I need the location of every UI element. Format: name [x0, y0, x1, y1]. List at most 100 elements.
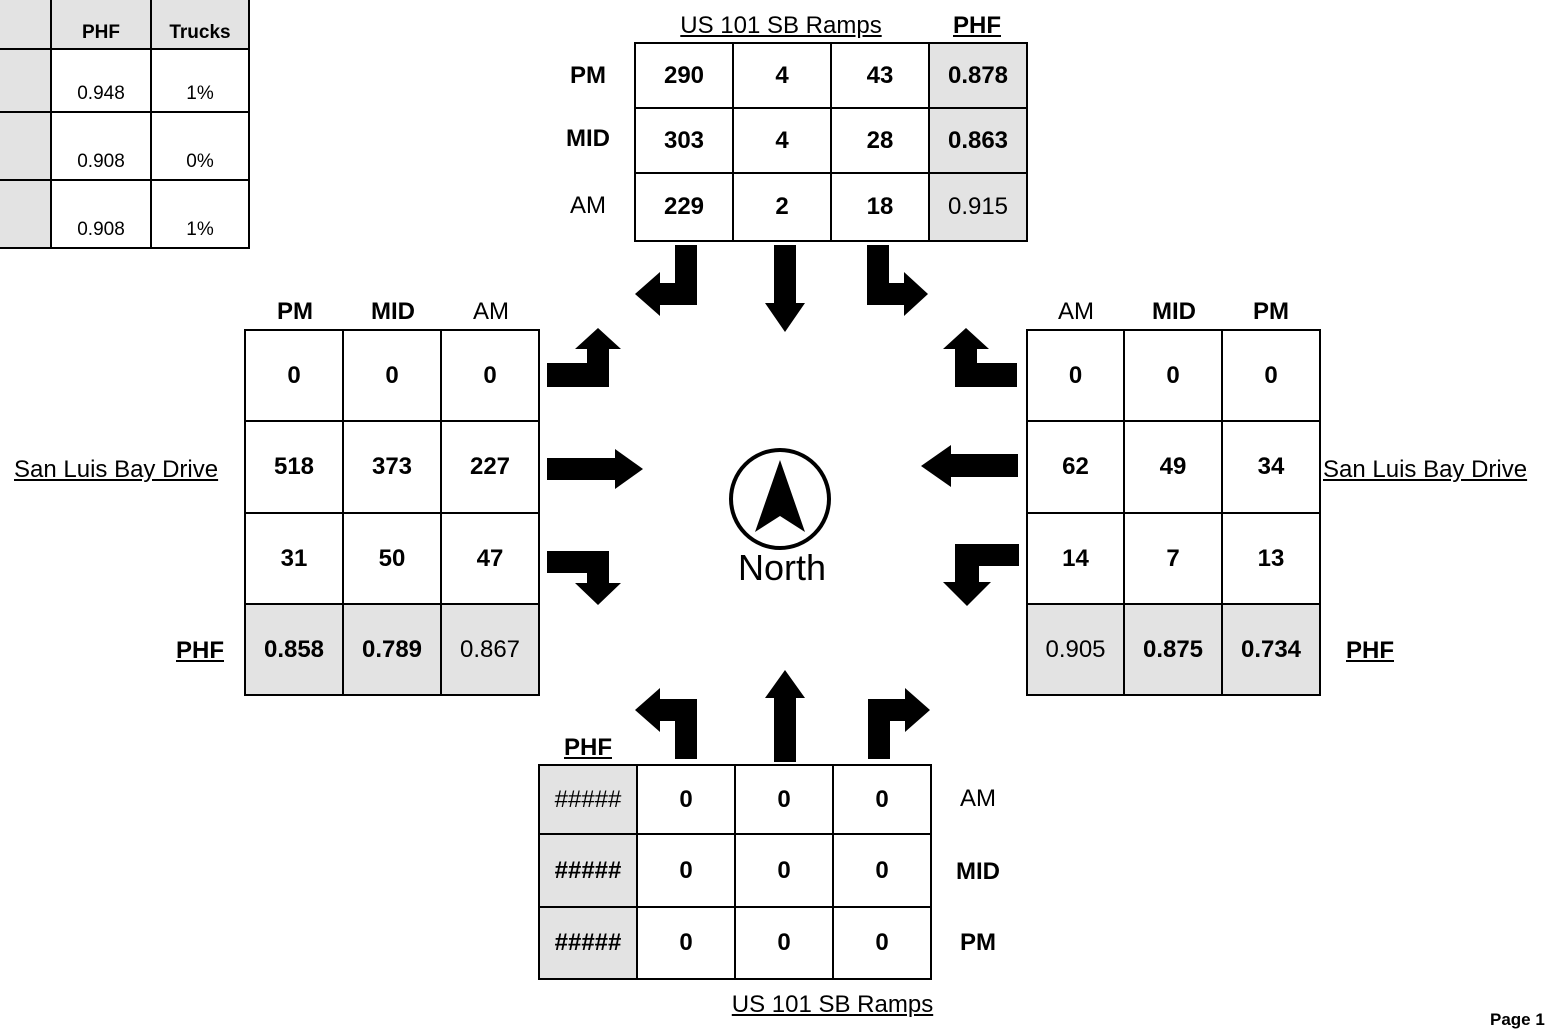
summary-header-blank: [0, 0, 52, 50]
west-street-label: San Luis Bay Drive: [14, 456, 219, 483]
summary-header-trucks: Trucks: [150, 0, 250, 50]
north-am-right: 229: [636, 174, 734, 242]
north-volume-table: 290 4 43 0.878 303 4 28 0.863 229 2 18 0…: [634, 42, 1028, 242]
south-am-through: 0: [736, 766, 834, 835]
west-volume-table: 0 0 0 518 373 227 31 50 47 0.858 0.789 0…: [244, 329, 540, 696]
south-am-left: 0: [638, 766, 736, 835]
east-volume-table: 0 0 0 62 49 34 14 7 13 0.905 0.875 0.734: [1026, 329, 1321, 696]
south-mid-phf: #####: [540, 835, 638, 908]
west-right-turn-arrow-icon: [547, 551, 621, 605]
page-label: Page 1: [1490, 1010, 1545, 1029]
west-phf-mid: 0.789: [344, 605, 442, 696]
west-period-am: AM: [473, 298, 509, 325]
north-left-turn-arrow-icon: [867, 245, 928, 316]
east-through-pm: 34: [1223, 422, 1321, 514]
east-phf-mid: 0.875: [1125, 605, 1223, 696]
summary-trucks: 0%: [150, 111, 250, 181]
summary-row-marker: [0, 111, 52, 181]
west-period-pm: PM: [277, 298, 313, 325]
summary-phf: 0.948: [50, 48, 152, 113]
east-period-mid: MID: [1152, 298, 1196, 325]
south-through-arrow-icon: [765, 670, 805, 762]
north-pm-phf: 0.878: [930, 44, 1028, 109]
summary-header-phf: PHF: [50, 0, 152, 50]
east-left-am: 14: [1028, 514, 1125, 605]
summary-header-row: PHF Trucks: [0, 0, 250, 50]
summary-phf: 0.908: [50, 179, 152, 249]
west-left-turn-arrow-icon: [547, 328, 621, 387]
west-through-pm: 518: [246, 422, 344, 514]
south-mid-right: 0: [834, 835, 932, 908]
west-through-am: 227: [442, 422, 540, 514]
west-through-arrow-icon: [547, 449, 643, 489]
south-mid-left: 0: [638, 835, 736, 908]
east-phf-am: 0.905: [1028, 605, 1125, 696]
west-phf-pm: 0.858: [246, 605, 344, 696]
summary-row: 0.908 0%: [0, 111, 250, 181]
west-uturn-mid: 0: [344, 331, 442, 422]
summary-row: 0.948 1%: [0, 48, 250, 113]
south-am-phf: #####: [540, 766, 638, 835]
north-am-phf: 0.915: [930, 174, 1028, 242]
west-uturn-am: 0: [442, 331, 540, 422]
east-period-am: AM: [1058, 298, 1094, 325]
south-pm-left: 0: [638, 908, 736, 980]
summary-trucks: 1%: [150, 48, 250, 113]
east-uturn-mid: 0: [1125, 331, 1223, 422]
north-through-arrow-icon: [765, 245, 805, 332]
east-through-am: 62: [1028, 422, 1125, 514]
west-phf-am: 0.867: [442, 605, 540, 696]
south-volume-table: ##### 0 0 0 ##### 0 0 0 ##### 0 0 0: [538, 764, 932, 980]
east-phf-label: PHF: [1346, 637, 1394, 664]
south-mid-through: 0: [736, 835, 834, 908]
east-left-mid: 7: [1125, 514, 1223, 605]
north-pm-through: 4: [734, 44, 832, 109]
north-period-pm: PM: [570, 62, 606, 89]
east-left-turn-arrow-icon: [943, 544, 1019, 606]
north-mid-right: 303: [636, 109, 734, 174]
south-phf-label: PHF: [564, 734, 612, 761]
summary-row-marker: [0, 179, 52, 249]
south-period-pm: PM: [960, 929, 996, 956]
east-left-pm: 13: [1223, 514, 1321, 605]
east-uturn-pm: 0: [1223, 331, 1321, 422]
north-arrow-icon: [729, 448, 831, 550]
north-street-label: US 101 SB Ramps: [680, 12, 882, 39]
summary-phf: 0.908: [50, 111, 152, 181]
south-right-turn-arrow-icon: [868, 688, 930, 759]
west-right-am: 47: [442, 514, 540, 605]
compass-label: North: [737, 547, 827, 588]
north-right-turn-arrow-icon: [635, 245, 697, 316]
west-through-mid: 373: [344, 422, 442, 514]
north-period-am: AM: [570, 192, 606, 219]
north-period-mid: MID: [566, 125, 610, 152]
south-left-turn-arrow-icon: [635, 688, 697, 759]
north-pm-left: 43: [832, 44, 930, 109]
east-uturn-am: 0: [1028, 331, 1125, 422]
west-right-pm: 31: [246, 514, 344, 605]
south-period-mid: MID: [956, 858, 1000, 885]
south-pm-through: 0: [736, 908, 834, 980]
north-am-left: 18: [832, 174, 930, 242]
west-uturn-pm: 0: [246, 331, 344, 422]
summary-table: PHF Trucks 0.948 1% 0.908 0% 0.908 1%: [0, 0, 250, 249]
south-am-right: 0: [834, 766, 932, 835]
summary-row-marker: [0, 48, 52, 113]
south-pm-right: 0: [834, 908, 932, 980]
north-pm-right: 290: [636, 44, 734, 109]
east-period-pm: PM: [1253, 298, 1289, 325]
summary-trucks: 1%: [150, 179, 250, 249]
east-through-arrow-icon: [921, 445, 1018, 487]
east-through-mid: 49: [1125, 422, 1223, 514]
north-mid-through: 4: [734, 109, 832, 174]
west-phf-label: PHF: [176, 637, 224, 664]
south-pm-phf: #####: [540, 908, 638, 980]
north-phf-label: PHF: [953, 12, 1001, 39]
north-mid-phf: 0.863: [930, 109, 1028, 174]
south-period-am: AM: [960, 785, 996, 812]
north-am-through: 2: [734, 174, 832, 242]
west-period-mid: MID: [371, 298, 415, 325]
east-phf-pm: 0.734: [1223, 605, 1321, 696]
north-mid-left: 28: [832, 109, 930, 174]
east-right-turn-arrow-icon: [943, 328, 1017, 387]
